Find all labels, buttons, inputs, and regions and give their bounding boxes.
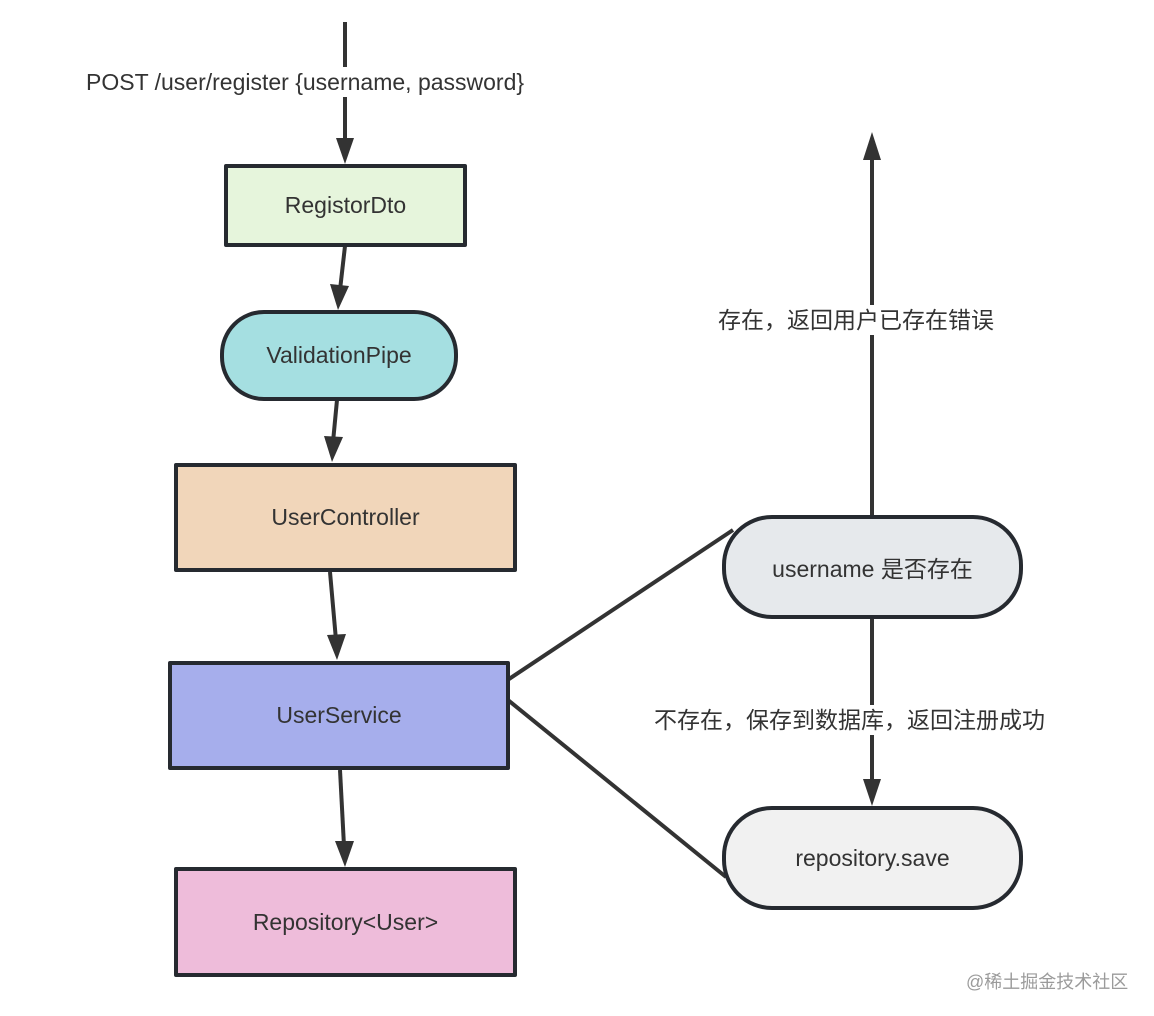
node-repository-save[interactable]: repository.save — [722, 806, 1023, 910]
arrowhead-registordto — [336, 138, 354, 164]
watermark: @稀土掘金技术社区 — [966, 972, 1129, 992]
node-user-service[interactable]: UserService — [168, 661, 510, 770]
node-user-controller[interactable]: UserController — [174, 463, 517, 572]
edge-label-entry: POST /user/register {username, password} — [84, 67, 527, 97]
arrowhead-userservice — [327, 634, 346, 660]
node-repository-user[interactable]: Repository<User> — [174, 867, 517, 977]
edge-label-exists: 存在，返回用户已存在错误 — [716, 305, 996, 335]
arrowhead-exit — [863, 132, 881, 160]
node-label: repository.save — [795, 844, 950, 871]
edge-label-not-exists: 不存在，保存到数据库，返回注册成功 — [652, 705, 1047, 735]
edge-usercontroller-to-userservice — [328, 571, 338, 641]
node-label: Repository<User> — [252, 908, 439, 935]
node-label: RegistorDto — [284, 192, 407, 218]
node-registor-dto[interactable]: RegistorDto — [224, 164, 467, 247]
arrowhead-validationpipe — [330, 284, 349, 310]
edge-userservice-to-username-exists — [498, 528, 735, 687]
node-validation-pipe[interactable]: ValidationPipe — [220, 310, 458, 401]
arrowhead-repository-save — [863, 779, 881, 806]
node-label: UserController — [271, 504, 420, 530]
edge-validationpipe-to-usercontroller — [331, 399, 339, 443]
arrowhead-repository — [335, 841, 354, 867]
node-label: UserService — [276, 702, 402, 728]
node-username-exists[interactable]: username 是否存在 — [722, 515, 1023, 619]
node-label: username 是否存在 — [772, 556, 973, 582]
edge-userservice-to-repository — [338, 769, 346, 847]
node-label: ValidationPipe — [266, 342, 412, 368]
arrowhead-usercontroller — [324, 436, 343, 462]
edge-userservice-to-repository-save — [506, 698, 728, 879]
edge-registordto-to-validationpipe — [338, 245, 347, 291]
